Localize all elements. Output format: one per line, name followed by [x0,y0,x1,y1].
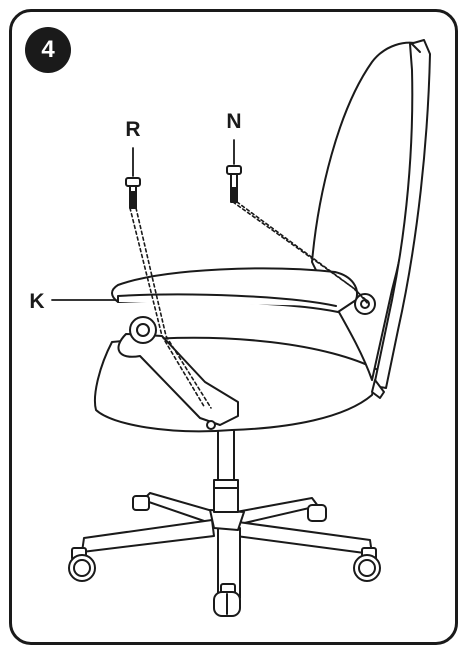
backrest-tilt-bracket [371,379,385,399]
instruction-frame [9,9,458,645]
chair-base [68,429,381,617]
caster-rear-left [132,495,150,511]
base-leg-rear-left [142,492,217,524]
gas-cylinder [217,429,235,481]
backrest-frame [373,39,431,389]
backrest [311,39,431,399]
step-number-badge: 4 [25,27,71,73]
base-leg-rear-right [235,497,319,525]
gas-cylinder-sleeve [213,479,239,513]
label-screw-n: N [226,110,241,133]
label-leaders [51,139,235,301]
screw-r [125,177,141,209]
screw-n [226,165,242,203]
step-number: 4 [41,36,55,63]
assembly-guides [129,201,369,409]
base-leg-front-left [81,519,215,553]
base-leg-front-right [235,521,373,555]
label-screw-r: R [125,118,140,141]
label-armrest-k: K [29,290,44,313]
armrest-bottom-hole [206,420,216,430]
caster-rear-right [307,504,327,522]
